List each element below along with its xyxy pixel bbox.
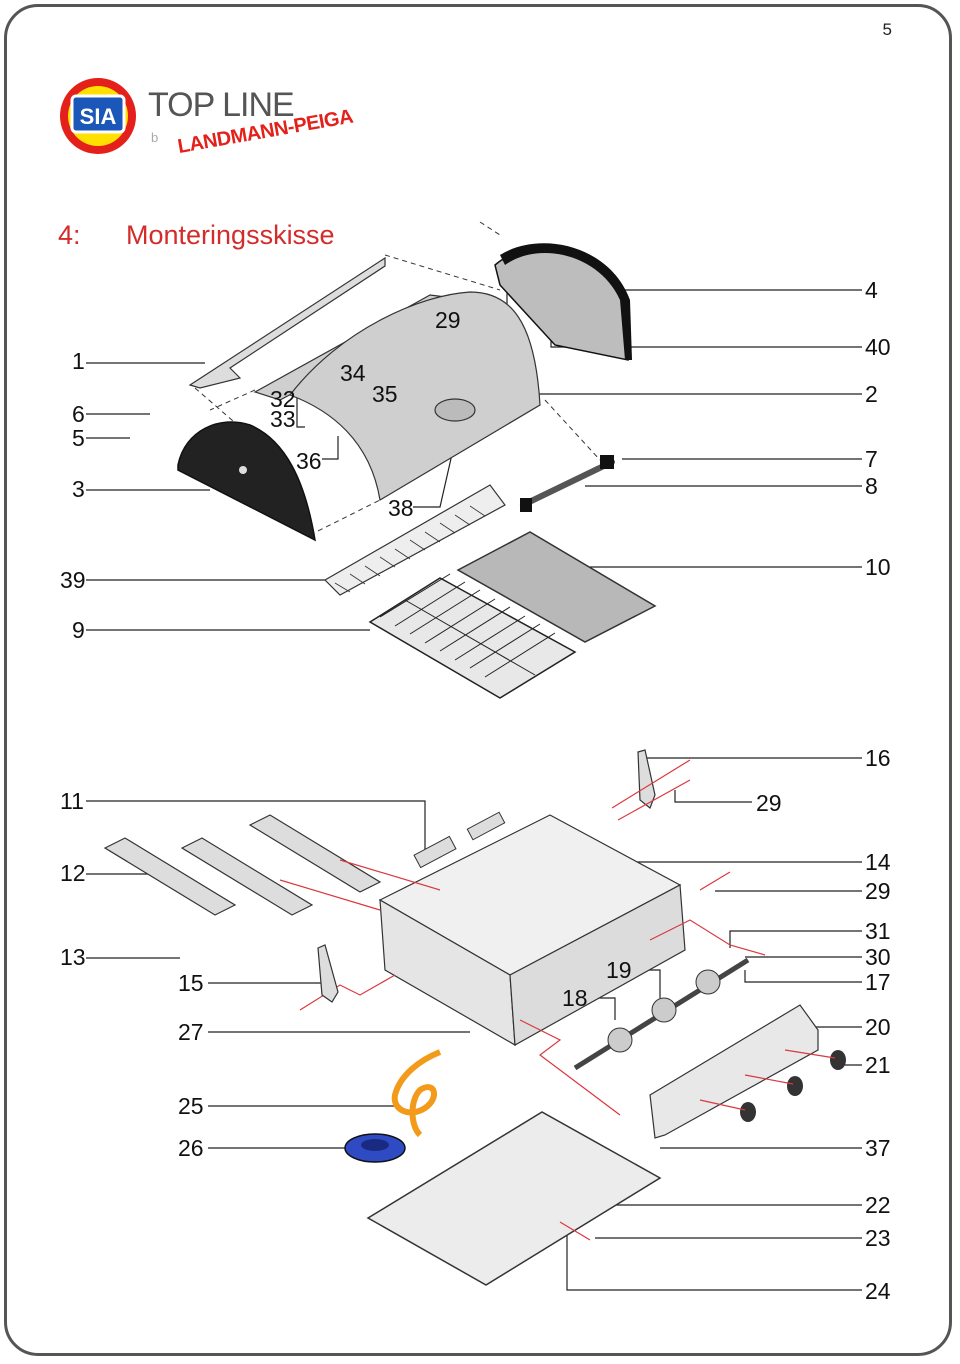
label-36: 36 <box>296 448 322 474</box>
label-26: 26 <box>178 1135 204 1161</box>
section-heading: 4: Monteringsskisse <box>58 220 335 251</box>
knob-2 <box>787 1076 803 1096</box>
product-line: TOP LINE <box>148 86 295 124</box>
brand-logo: SIA TOP LINE b LANDMANN-PEIGA <box>58 70 358 170</box>
label-20: 20 <box>865 1014 891 1040</box>
label-7: 7 <box>865 446 878 472</box>
label-15: 15 <box>178 970 204 996</box>
label-21: 21 <box>865 1052 891 1078</box>
label-34: 34 <box>340 360 366 386</box>
section-number: 4: <box>58 220 81 250</box>
firebox-side <box>509 884 686 1046</box>
red-guides-frame <box>279 859 766 1116</box>
drip-tray <box>366 1111 662 1286</box>
warming-rack-bars <box>334 505 486 593</box>
burner-3 <box>248 814 382 893</box>
label-23: 23 <box>865 1225 891 1251</box>
label-29-right: 29 <box>865 878 891 904</box>
red-guide-tray <box>559 1221 591 1241</box>
label-10: 10 <box>865 554 891 580</box>
label-37: 37 <box>865 1135 891 1161</box>
label-11: 11 <box>60 788 84 814</box>
grate-bars <box>379 573 556 678</box>
end-cap-left <box>177 421 316 542</box>
handle-end-right <box>600 455 614 469</box>
end-cap-hole <box>239 466 247 474</box>
label-1: 1 <box>72 348 85 374</box>
knob-3 <box>830 1050 846 1070</box>
side-shield <box>188 256 386 389</box>
gas-hose <box>391 1049 442 1138</box>
page-number: 5 <box>882 20 892 39</box>
section-title: Monteringsskisse <box>126 220 335 250</box>
hood-handle <box>520 459 615 508</box>
grill-hood <box>289 291 541 501</box>
label-8: 8 <box>865 473 878 499</box>
end-cap-rim <box>500 243 632 360</box>
control-knobs <box>740 1050 846 1122</box>
label-33: 33 <box>270 406 296 432</box>
label-14: 14 <box>865 849 891 875</box>
sia-logo-icon: SIA <box>60 78 136 154</box>
bracket-left <box>317 944 339 1003</box>
red-guides-knobs <box>699 1049 836 1111</box>
label-3: 3 <box>72 476 85 502</box>
label-13: 13 <box>60 944 86 970</box>
label-40: 40 <box>865 334 891 360</box>
label-16: 16 <box>865 745 891 771</box>
thermometer-opening <box>434 398 476 422</box>
label-31: 31 <box>865 918 891 944</box>
label-38: 38 <box>388 495 414 521</box>
label-2: 2 <box>865 381 878 407</box>
label-29-bracket: 29 <box>756 790 782 816</box>
label-12: 12 <box>60 860 86 886</box>
page-frame <box>4 4 952 1356</box>
mount-bracket-1 <box>413 835 457 869</box>
warming-rack <box>324 484 506 596</box>
label-9: 9 <box>72 617 85 643</box>
label-29-hood: 29 <box>435 307 461 333</box>
bracket-right <box>637 749 656 809</box>
handle-end-left <box>520 498 532 512</box>
control-panel <box>649 1004 819 1139</box>
knob-1 <box>740 1102 756 1122</box>
mount-bracket-2 <box>466 811 506 841</box>
regulator-center <box>361 1139 389 1151</box>
label-5: 5 <box>72 425 85 451</box>
griddle-plate <box>456 531 657 643</box>
label-17: 17 <box>865 969 891 995</box>
burner-2 <box>180 837 314 916</box>
brand-sub: b <box>151 130 159 145</box>
label-4: 4 <box>865 277 878 303</box>
svg-text:SIA: SIA <box>80 104 117 129</box>
label-22: 22 <box>865 1192 891 1218</box>
burner-1 <box>103 837 237 916</box>
label-35: 35 <box>372 381 398 407</box>
label-19: 19 <box>606 957 632 983</box>
label-30: 30 <box>865 944 891 970</box>
valve-2 <box>651 997 677 1023</box>
red-guides-upper <box>611 759 691 821</box>
label-25: 25 <box>178 1093 204 1119</box>
label-6: 6 <box>72 401 85 427</box>
label-24: 24 <box>865 1278 891 1304</box>
valve-3 <box>695 969 721 995</box>
label-32: 32 <box>270 386 296 412</box>
valve-1 <box>607 1027 633 1053</box>
label-18: 18 <box>562 985 588 1011</box>
label-27: 27 <box>178 1019 204 1045</box>
leader-lines <box>86 289 862 1291</box>
label-39: 39 <box>60 567 86 593</box>
